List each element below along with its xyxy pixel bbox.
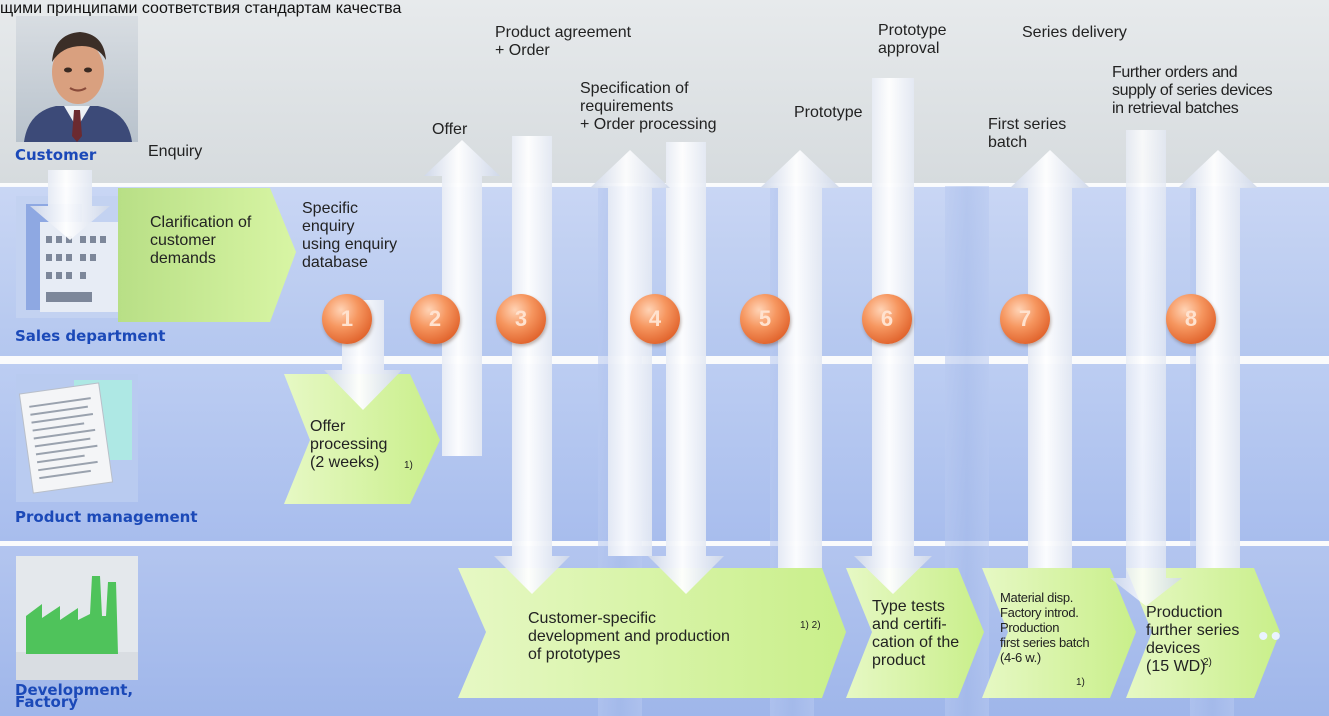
footnote-offer-processing: 1) [404, 460, 413, 471]
documents-icon [16, 374, 138, 502]
footnote-production-further: 2) [1203, 657, 1212, 668]
step-circle: 1 [322, 294, 372, 344]
building-icon [16, 196, 138, 318]
label-product-agreement: Product agreement + Order [495, 24, 632, 59]
label-further-orders: Further orders and supply of series devi… [1112, 64, 1273, 117]
label-enquiry: Enquiry [148, 143, 203, 160]
label-prototype-approval: Prototype approval [878, 22, 947, 57]
step-circle: 7 [1000, 294, 1050, 344]
task-production-further: Production further series devices (15 WD… [1146, 604, 1240, 675]
label-series-delivery: Series delivery [1022, 24, 1127, 41]
label-first-series-batch: First series batch [988, 116, 1067, 151]
task-offer-processing: Offer processing (2 weeks) [310, 418, 388, 471]
factory-icon [16, 556, 138, 680]
step-circle: 6 [862, 294, 912, 344]
product-management-lane [0, 364, 1329, 541]
role-label-development: Development, Factory [15, 681, 134, 711]
continuation-dots: •• [1258, 620, 1284, 653]
step-circle: 2 [410, 294, 460, 344]
role-label-product-management: Product management [15, 508, 198, 526]
footnote-material: 1) [1076, 677, 1085, 688]
header-caption: щими принципами соответствия стандартам … [0, 0, 402, 17]
lane-divider [0, 183, 1329, 187]
role-label-customer: Customer [15, 146, 97, 164]
task-clarification: Clarification of customer demands [150, 214, 252, 267]
step-circle: 3 [496, 294, 546, 344]
footnote-customer-specific: 1) 2) [800, 620, 821, 631]
customer-photo-icon [16, 16, 138, 142]
label-specification: Specification of requirements + Order pr… [580, 80, 717, 133]
label-prototype: Prototype [794, 104, 863, 121]
background-stripe [770, 186, 814, 716]
task-specific-enquiry: Specific enquiry using enquiry database [302, 200, 398, 271]
lane-divider [0, 541, 1329, 546]
role-label-sales: Sales department [15, 327, 166, 345]
step-circle: 4 [630, 294, 680, 344]
step-circle: 5 [740, 294, 790, 344]
lane-divider [0, 356, 1329, 364]
task-type-tests: Type tests and certifi- cation of the pr… [872, 598, 960, 669]
task-customer-specific: Customer-specific development and produc… [528, 610, 730, 663]
step-circle: 8 [1166, 294, 1216, 344]
label-offer: Offer [432, 121, 468, 138]
task-material: Material disp. Factory introd. Productio… [1000, 590, 1090, 665]
